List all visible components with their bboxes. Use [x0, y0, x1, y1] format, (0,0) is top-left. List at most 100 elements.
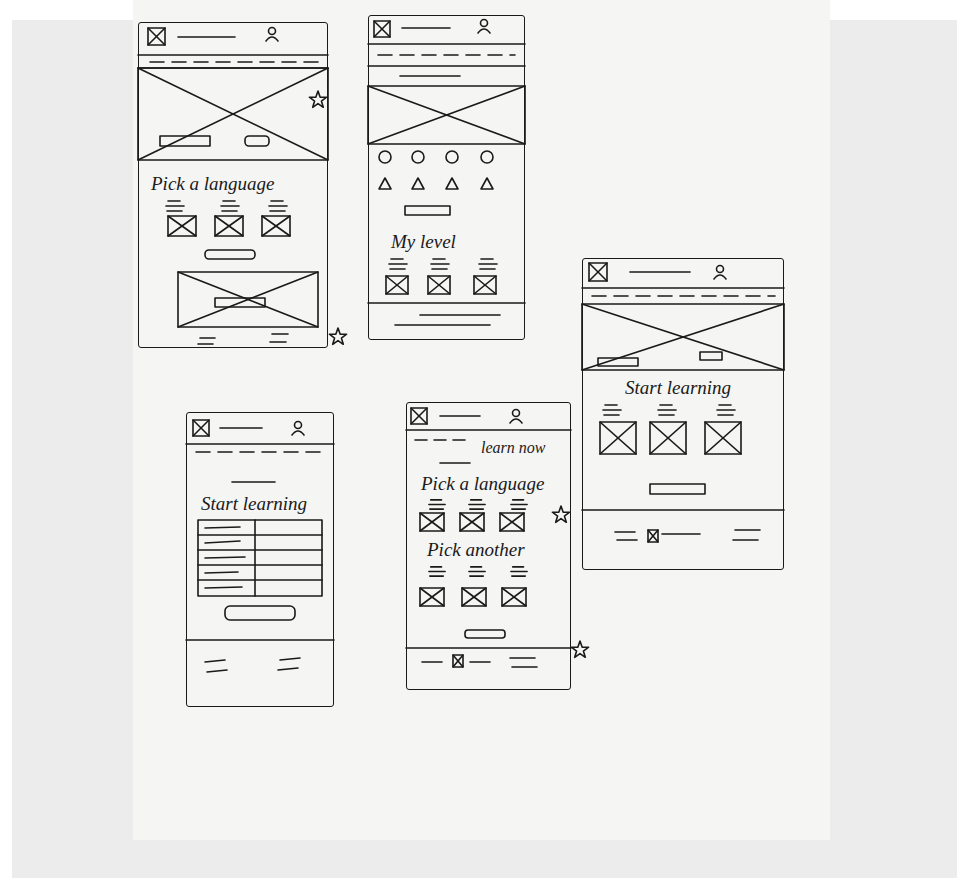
text-lines [269, 201, 287, 211]
profile-icon [478, 20, 490, 34]
text-line [440, 462, 470, 464]
phone-screen: Start learning [186, 412, 334, 707]
text-lines [429, 567, 445, 576]
image-placeholder [178, 272, 318, 327]
cell-scribble [205, 557, 245, 558]
cell-scribble [205, 541, 240, 543]
text-lines [429, 500, 445, 509]
footer-icon [648, 530, 658, 542]
button-placeholder [215, 298, 265, 307]
logo-placeholder [148, 28, 165, 45]
handwritten-label: Pick another [427, 539, 525, 561]
text-lines [511, 500, 527, 509]
text-line [400, 75, 460, 77]
table-rule [198, 564, 322, 566]
button-placeholder [650, 484, 705, 494]
text-lines [603, 405, 621, 415]
cell-scribble [205, 572, 238, 573]
text-line [232, 481, 275, 483]
profile-icon [266, 28, 278, 42]
handwritten-label: learn now [481, 439, 545, 457]
footer-line [207, 670, 227, 672]
divider [186, 639, 334, 641]
screen-five-sketch [406, 408, 589, 667]
footer-line [420, 314, 500, 316]
table-rule [198, 534, 322, 536]
profile-icon [510, 410, 522, 424]
button-placeholder [245, 136, 269, 146]
footer-line [280, 658, 300, 660]
text-lines [717, 405, 735, 415]
star-mark [329, 328, 346, 344]
button-placeholder [700, 352, 722, 360]
logo-placeholder [411, 408, 427, 424]
text-lines [479, 259, 497, 269]
star-mark [571, 641, 588, 657]
screen-four-sketch [186, 420, 334, 672]
phone-screen: My level [368, 15, 525, 340]
phone-screen: Pick a language [138, 22, 328, 348]
footer-line [735, 529, 760, 531]
footer-line [512, 666, 537, 668]
logo-placeholder [193, 420, 209, 436]
phone-screen: Start learning [582, 258, 784, 570]
cell-scribble [205, 527, 240, 528]
text-lines [166, 201, 184, 211]
option-circle [481, 151, 493, 163]
image-placeholder [502, 588, 526, 606]
cell-scribble [205, 587, 242, 588]
option-shape [481, 178, 493, 189]
option-shape [412, 178, 424, 189]
table-rule [254, 520, 256, 596]
handwritten-label: Start learning [625, 377, 731, 399]
divider [582, 509, 784, 511]
star-mark [552, 506, 569, 522]
image-placeholder [462, 588, 486, 606]
title-line [220, 427, 262, 429]
screen-two-sketch [368, 20, 525, 326]
title-line [178, 36, 235, 38]
footer-line [270, 341, 286, 343]
image-placeholder [650, 422, 686, 454]
footer-line [422, 661, 442, 663]
text-lines [431, 259, 449, 269]
divider [406, 647, 571, 649]
button-placeholder [205, 250, 255, 259]
hero-image [138, 68, 328, 160]
nav-dashes [196, 451, 325, 453]
hero-image [582, 304, 784, 370]
divider [186, 443, 334, 445]
image-placeholder [420, 588, 444, 606]
handwritten-label: Start learning [201, 493, 307, 515]
text-lines [389, 259, 407, 269]
footer-line [200, 337, 215, 339]
image-placeholder [262, 216, 290, 236]
text-lines [658, 405, 676, 415]
footer-line [198, 343, 213, 345]
nav-dashes [378, 54, 515, 56]
image-placeholder [460, 513, 484, 531]
text-lines [469, 500, 485, 509]
handwritten-label: Pick a language [151, 173, 274, 195]
star-mark [309, 91, 326, 107]
image-placeholder [500, 513, 524, 531]
title-line [402, 27, 450, 29]
footer-line [615, 531, 635, 533]
nav-dashes [415, 439, 470, 441]
option-circle [446, 151, 458, 163]
handwritten-label: Pick a language [421, 473, 544, 495]
option-shape [379, 178, 391, 189]
divider [368, 302, 525, 304]
footer-icon [453, 655, 463, 667]
button-placeholder [225, 606, 295, 620]
logo-placeholder [374, 21, 390, 37]
title-line [440, 415, 480, 417]
footer-line [662, 533, 700, 535]
text-lines [511, 567, 527, 576]
footer-line [470, 661, 490, 663]
footer-line [395, 324, 490, 326]
footer-line [205, 660, 225, 662]
